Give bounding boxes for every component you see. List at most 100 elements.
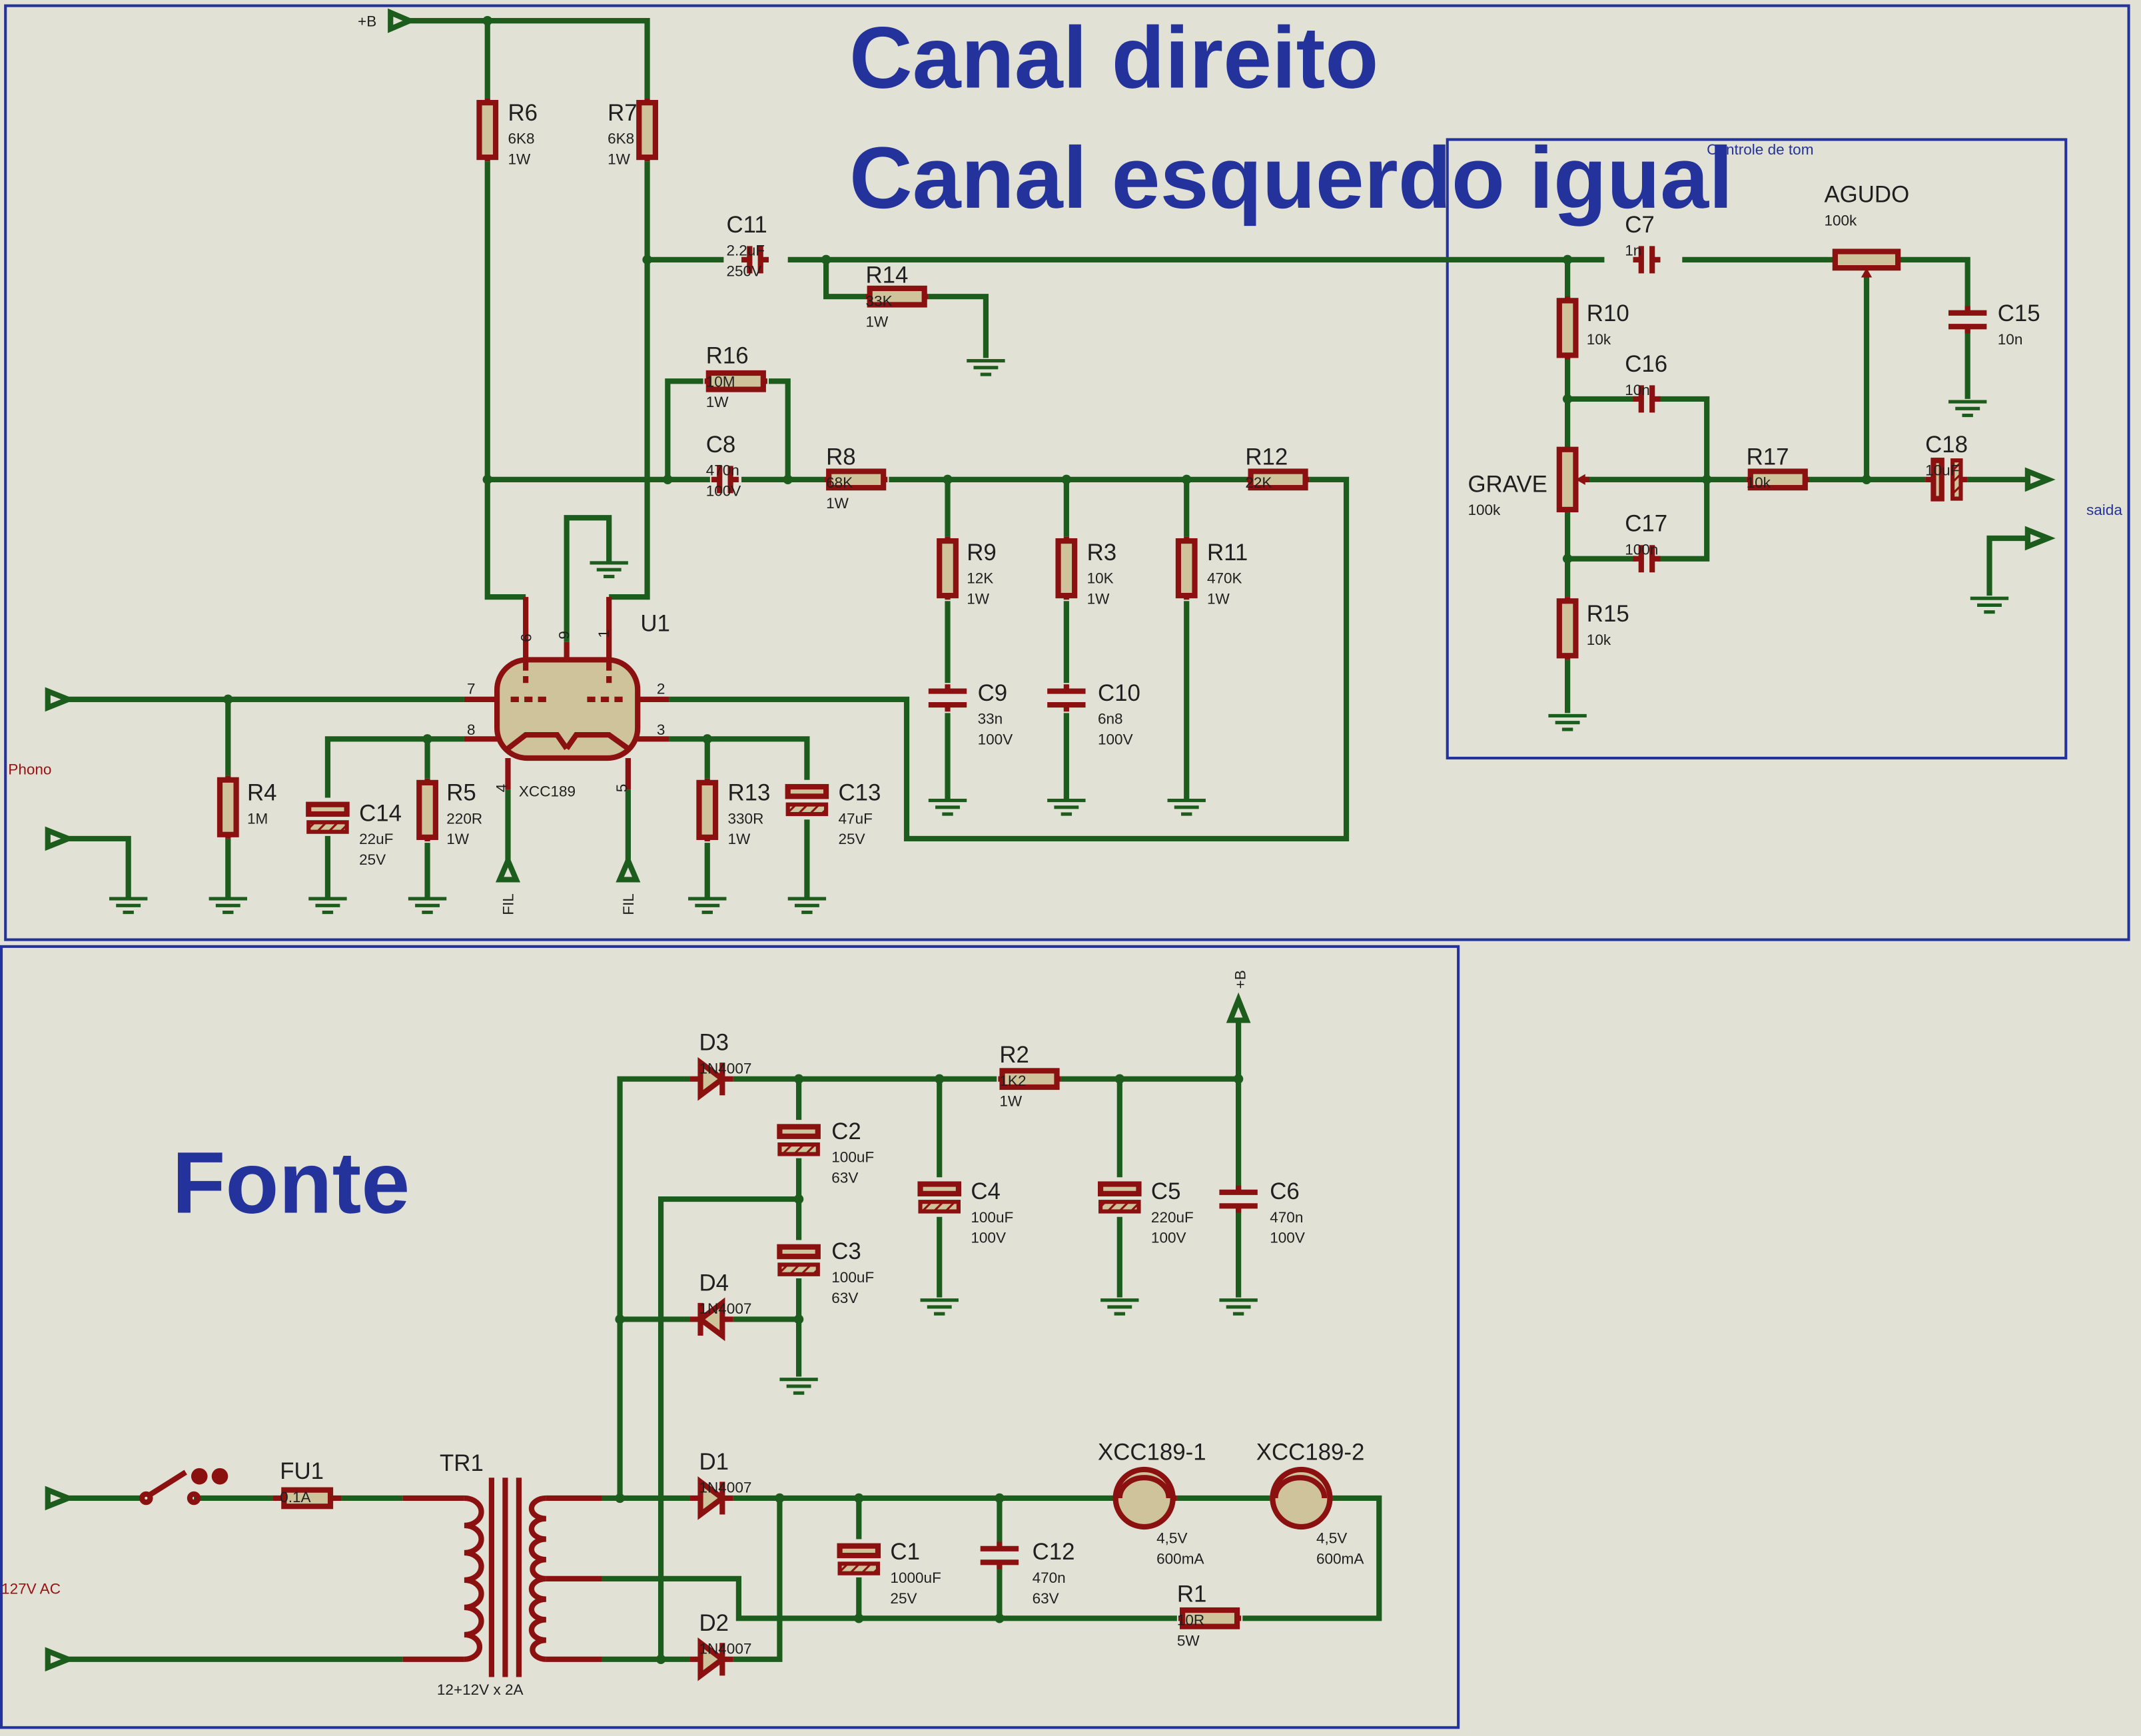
title-power-supply: Fonte [172, 1134, 410, 1232]
pin-8: 8 [467, 721, 476, 738]
supply-terminals: +B 127V AC [1, 970, 1251, 1672]
component-ref: C16 [1625, 351, 1667, 377]
component-value: 1n [1625, 242, 1641, 259]
component-ref: R4 [247, 780, 277, 806]
fil-label-a: FIL [500, 893, 517, 915]
component-rating: 1W [866, 313, 889, 330]
component-rating: 1W [728, 831, 751, 847]
component-c15 [1948, 306, 1987, 334]
component-r2 [998, 1068, 1061, 1090]
fil-label-b: FIL [620, 893, 637, 915]
component-c1 [837, 1543, 881, 1575]
component-ref: C7 [1625, 212, 1655, 238]
component-ref: R14 [866, 262, 909, 288]
tube-ref: U1 [640, 610, 670, 636]
component-rating: 1W [826, 495, 849, 512]
component-r12 [1246, 468, 1310, 491]
component-r13 [696, 778, 719, 842]
component-ref: AGUDO [1824, 182, 1909, 208]
component-c14 [306, 801, 350, 834]
component-grave [1556, 446, 1589, 513]
component-rating: 63V [1033, 1590, 1059, 1607]
amplifier-wires [68, 18, 2028, 898]
component-value: 12K [967, 570, 993, 587]
supply-grounds [779, 1300, 1257, 1393]
component-ref: R12 [1245, 444, 1288, 470]
component-ref: R3 [1087, 540, 1117, 566]
pin-3: 3 [657, 721, 665, 738]
component-d1 [689, 1476, 733, 1520]
component-ref: R5 [446, 780, 476, 806]
label-c4: C4 100uF 100V [971, 1178, 1013, 1246]
component-c16 [1633, 385, 1661, 413]
component-value: 10K [1087, 570, 1114, 587]
component-ref: C1 [890, 1539, 920, 1565]
component-ref: C5 [1151, 1178, 1181, 1204]
component-ref: R17 [1747, 444, 1789, 470]
component-ref: R8 [826, 444, 856, 470]
component-ref: GRAVE [1468, 471, 1547, 497]
component-value: 470n [706, 462, 739, 479]
component-ref: C13 [839, 780, 881, 806]
amplifier-frame [4, 4, 2130, 941]
component-value: 100uF [831, 1149, 874, 1166]
component-r4 [216, 775, 239, 839]
component-value: 100uF [971, 1209, 1013, 1226]
supply-wires [68, 1020, 1382, 1662]
component-ref: D3 [699, 1030, 729, 1056]
component-value: 1N4007 [699, 1641, 751, 1657]
component-fu1 [272, 1487, 342, 1510]
component-ref: R13 [728, 780, 771, 806]
component-r17 [1746, 468, 1809, 491]
component-value: 470K [1207, 570, 1242, 587]
component-r16 [704, 370, 767, 392]
component-value: 1000uF [890, 1569, 941, 1586]
component-rating: 100V [1151, 1230, 1186, 1246]
tone-control-label: Controle de tom [1707, 141, 1813, 158]
component-value: 100uF [831, 1269, 874, 1286]
output-label: saida [2086, 502, 2122, 518]
component-value: 10R [1177, 1612, 1204, 1629]
component-value: 47uF [839, 810, 873, 827]
component-d4 [689, 1297, 733, 1342]
component-rating: 1W [1207, 590, 1230, 607]
amplifier-junctions [223, 15, 1872, 744]
component-c8 [711, 466, 739, 494]
component-rating: 63V [831, 1290, 858, 1306]
component-rating: 5W [1177, 1632, 1200, 1649]
component-ref: C4 [971, 1178, 1001, 1204]
component-value: 22uF [359, 831, 393, 847]
component-value: 10k [1747, 474, 1771, 491]
component-rating: 100V [706, 482, 741, 499]
component-rating: 100V [971, 1230, 1006, 1246]
component-c9 [928, 684, 967, 712]
component-r11 [1175, 536, 1198, 600]
tube-part: XCC189 [519, 783, 576, 799]
lamps [1112, 1466, 1333, 1530]
component-value: 6n8 [1098, 711, 1123, 727]
component-c18 [1925, 458, 1968, 502]
component-rating: 600mA [1316, 1550, 1364, 1567]
component-value: 10k [1587, 632, 1611, 648]
component-r7 [636, 98, 658, 162]
supply-junctions [615, 1074, 1244, 1665]
component-ref: R1 [1177, 1581, 1207, 1607]
component-ref: R2 [999, 1042, 1029, 1068]
label-r1: R1 10R 5W [1177, 1581, 1207, 1649]
